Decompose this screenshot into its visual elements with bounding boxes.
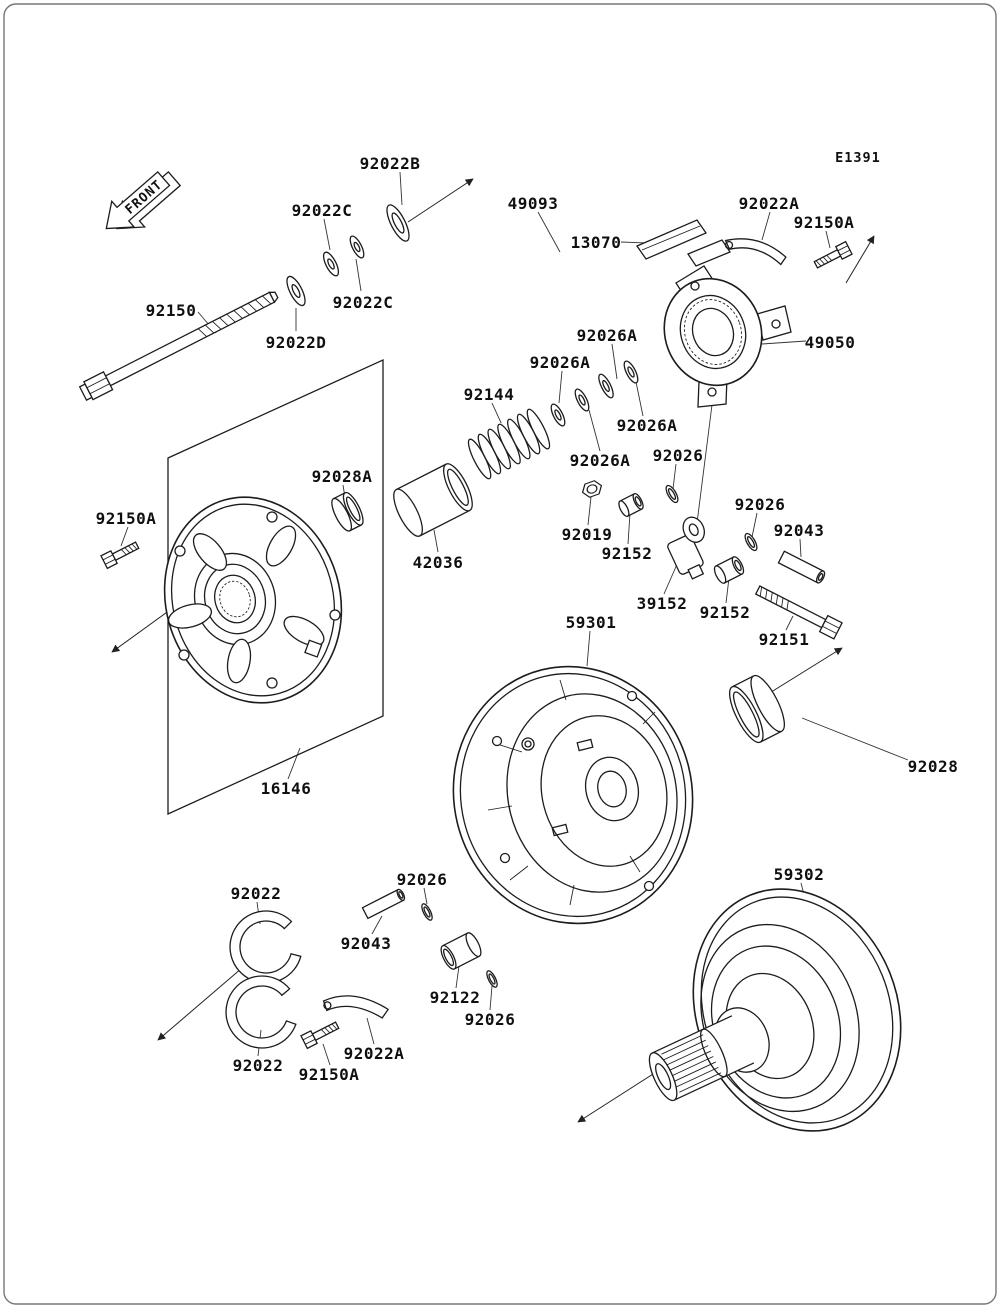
- leader-lines: [120, 171, 909, 1066]
- part-label-92026-3: 92026: [397, 870, 448, 889]
- bracket-92022A-bottom: [322, 995, 390, 1019]
- washer-92022C-2: [349, 235, 365, 259]
- part-label-92144: 92144: [464, 385, 515, 404]
- bushing-92028: [729, 674, 785, 744]
- part-label-92151: 92151: [759, 630, 810, 649]
- bushing-92028A: [331, 491, 364, 532]
- bracket-92022A-top: [724, 238, 787, 266]
- cover-box-outline: [167, 358, 384, 816]
- part-label-92028A: 92028A: [312, 467, 373, 486]
- washer-92022D: [286, 275, 306, 307]
- screw-92150A-top: [813, 240, 853, 269]
- nut-92019: [581, 480, 603, 498]
- part-label-92152-right: 92152: [700, 603, 751, 622]
- ring-92026-upper: [665, 484, 679, 504]
- part-label-49050: 49050: [805, 333, 856, 352]
- shoe-assy-39152: [667, 516, 705, 580]
- part-label-92026-4: 92026: [465, 1010, 516, 1029]
- part-label-92043-right: 92043: [774, 521, 825, 540]
- screw-92150A-left: [100, 541, 140, 570]
- part-label-92022C-1: 92022C: [292, 201, 353, 220]
- part-label-16146: 16146: [261, 779, 312, 798]
- part-label-92043-bottom: 92043: [341, 934, 392, 953]
- sleeve-42036: [393, 463, 473, 537]
- part-label-92022C-2: 92022C: [333, 293, 394, 312]
- washer-92022B: [386, 204, 410, 242]
- snap-ring-92022-lower: [225, 975, 297, 1049]
- collar-92152-right: [713, 556, 745, 584]
- part-label-92022D: 92022D: [266, 333, 327, 352]
- part-label-92026-2: 92026: [735, 495, 786, 514]
- spacer-92026A-2: [574, 388, 590, 412]
- part-label-92150A-top: 92150A: [794, 213, 855, 232]
- part-label-92022B: 92022B: [360, 154, 421, 173]
- part-label-92019: 92019: [562, 525, 613, 544]
- part-label-92026A-1: 92026A: [577, 326, 638, 345]
- part-label-92026A-4: 92026A: [570, 451, 631, 470]
- sheet-code: E1391: [835, 150, 881, 166]
- splined-hub: [648, 1015, 755, 1102]
- part-label-92152-left: 92152: [602, 544, 653, 563]
- part-label-92028: 92028: [908, 757, 959, 776]
- drive-sheave-59301: [452, 665, 694, 925]
- part-label-92122: 92122: [430, 988, 481, 1007]
- pin-92043-right: [777, 550, 826, 584]
- part-label-92022A-bottom: 92022A: [344, 1044, 405, 1063]
- driven-sheave-59302: [648, 888, 902, 1132]
- part-label-92022-lower: 92022: [233, 1056, 284, 1075]
- ring-92026-bottom-2: [486, 970, 498, 988]
- spring-92144: [465, 407, 553, 481]
- guide-13070: [636, 219, 731, 267]
- spider-49050: [663, 265, 792, 408]
- part-label-49093: 49093: [508, 194, 559, 213]
- cover-plate-16146: [163, 496, 343, 704]
- washer-92022C-1: [322, 251, 340, 277]
- part-label-92026A-2: 92026A: [530, 353, 591, 372]
- part-label-92022A-top: 92022A: [739, 194, 800, 213]
- collar-92152-left: [618, 492, 644, 518]
- part-label-42036: 42036: [413, 553, 464, 572]
- spacer-92026A-1: [550, 403, 566, 427]
- part-label-92026-1: 92026: [653, 446, 704, 465]
- ring-92026-bottom-1: [421, 903, 433, 921]
- bolt-92150: [78, 291, 279, 402]
- part-label-59301: 59301: [566, 613, 617, 632]
- bolt-92151: [754, 585, 843, 640]
- part-label-59302: 59302: [774, 865, 825, 884]
- part-label-13070: 13070: [571, 233, 622, 252]
- spacer-92026A-3: [598, 373, 614, 399]
- part-label-92150A-left: 92150A: [96, 509, 157, 528]
- part-label-92026A-3: 92026A: [617, 416, 678, 435]
- front-direction-arrow: FRONT: [105, 170, 182, 230]
- pin-92043-bottom: [361, 888, 406, 920]
- screw-92150A-bottom: [300, 1021, 340, 1050]
- sheet-border: [3, 3, 997, 1305]
- part-label-92022-upper: 92022: [231, 884, 282, 903]
- part-label-92150: 92150: [146, 301, 197, 320]
- roller-92122: [440, 932, 482, 970]
- part-label-39152: 39152: [637, 594, 688, 613]
- ring-92026-right: [744, 532, 758, 552]
- part-label-92150A-bottom: 92150A: [299, 1065, 360, 1084]
- spacer-92026A-4: [623, 360, 639, 384]
